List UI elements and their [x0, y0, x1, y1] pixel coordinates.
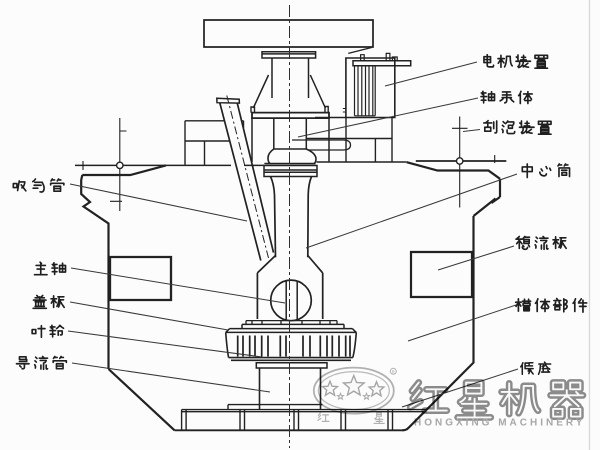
svg-text:HONGXING MACHINERY: HONGXING MACHINERY [414, 418, 585, 429]
svg-text:R: R [392, 369, 396, 374]
